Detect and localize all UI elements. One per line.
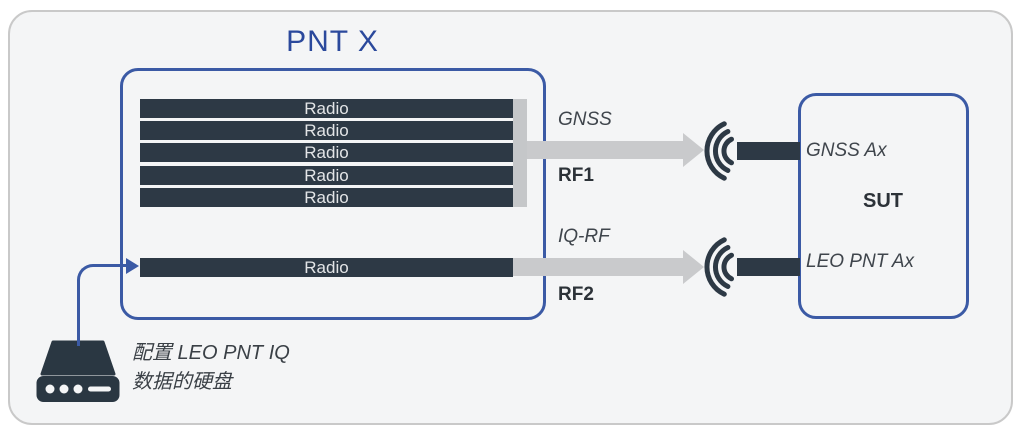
wireless-signal-icon <box>700 229 744 310</box>
rf1-arrow-body <box>527 141 684 159</box>
sut-gnss-antenna-label: GNSS Ax <box>806 140 887 161</box>
disk-to-radio-connector <box>77 264 132 346</box>
wireless-signal-icon <box>700 113 744 194</box>
leo-antenna-stub <box>737 258 800 276</box>
hard-disk-icon <box>36 340 120 409</box>
sut-box <box>798 93 969 319</box>
rf2-port-label: RF2 <box>558 284 594 305</box>
radio-module-3: Radio <box>140 143 513 162</box>
disk-arrow-head <box>126 258 139 274</box>
rf1-port-label: RF1 <box>558 165 594 186</box>
gnss-antenna-stub <box>737 142 800 160</box>
rf2-arrow-head <box>683 250 704 284</box>
rf-combiner-bar <box>513 99 527 207</box>
rf1-arrow-head <box>683 133 704 167</box>
pnt-x-title: PNT X <box>286 25 379 58</box>
rf1-signal-label: GNSS <box>558 109 612 130</box>
radio-module-2: Radio <box>140 121 513 140</box>
rf2-arrow-body <box>513 258 684 276</box>
sut-title: SUT <box>863 190 903 212</box>
sut-leo-antenna-label: LEO PNT Ax <box>806 251 915 272</box>
radio-module-4: Radio <box>140 166 513 185</box>
rf2-signal-label: IQ-RF <box>558 226 610 247</box>
radio-module-1: Radio <box>140 99 513 118</box>
disk-caption-line2: 数据的硬盘 <box>132 371 232 393</box>
disk-caption: 配置 LEO PNT IQ 数据的硬盘 <box>132 339 290 397</box>
disk-caption-line1: 配置 LEO PNT IQ <box>132 342 290 364</box>
radio-module-iq: Radio <box>140 258 513 277</box>
radio-module-5: Radio <box>140 188 513 207</box>
